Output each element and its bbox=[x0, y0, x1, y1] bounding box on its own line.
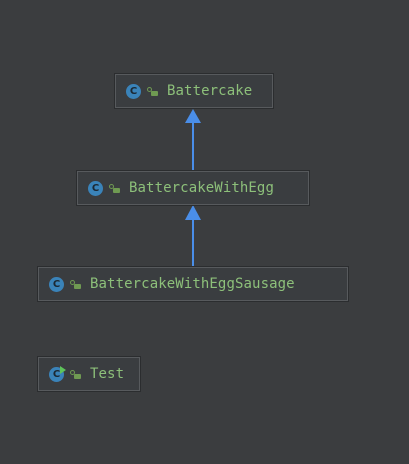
inheritance-edge-eggsausage-to-egg bbox=[185, 205, 201, 267]
access-modifier-icon bbox=[70, 278, 82, 290]
run-badge-icon bbox=[60, 365, 66, 374]
inheritance-edge-egg-to-battercake bbox=[185, 109, 201, 172]
class-node-battercake-with-egg[interactable]: C BattercakeWithEgg bbox=[77, 171, 309, 205]
class-node-label: Test bbox=[90, 366, 125, 382]
class-icon: C bbox=[126, 83, 141, 99]
class-node-label: Battercake bbox=[167, 83, 253, 99]
class-node-label: BattercakeWithEggSausage bbox=[90, 276, 295, 292]
class-node-test[interactable]: C Test bbox=[38, 357, 140, 391]
access-modifier-icon bbox=[147, 85, 159, 97]
class-node-label: BattercakeWithEgg bbox=[129, 180, 274, 196]
class-icon-letter: C bbox=[52, 368, 61, 380]
class-node-battercake[interactable]: C Battercake bbox=[115, 74, 273, 108]
class-icon: C bbox=[49, 276, 64, 292]
class-node-battercake-with-egg-sausage[interactable]: C BattercakeWithEggSausage bbox=[38, 267, 348, 301]
class-icon: C bbox=[88, 180, 103, 196]
access-modifier-icon bbox=[70, 368, 82, 380]
access-modifier-icon bbox=[109, 182, 121, 194]
runnable-class-icon: C bbox=[49, 365, 66, 382]
